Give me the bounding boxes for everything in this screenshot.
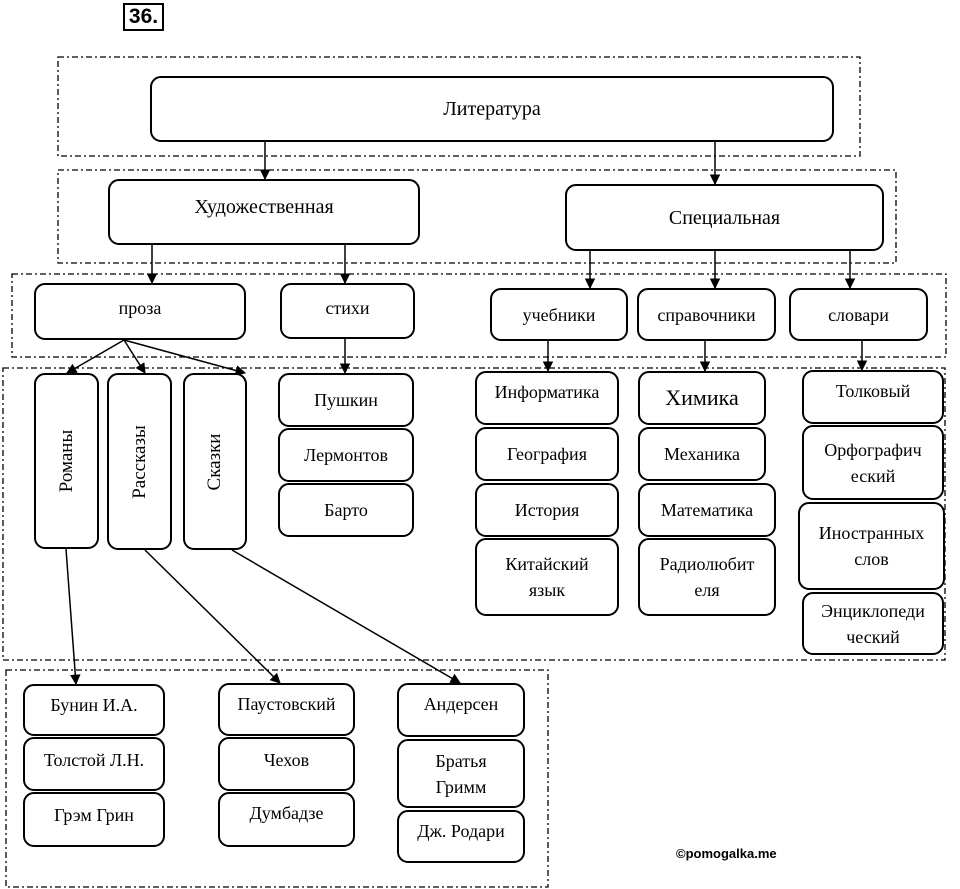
node-proza: проза [34,283,246,340]
node-barto: Барто [278,483,414,537]
node-spetsialnaya: Специальная [565,184,884,251]
arrow-proza-to-romany [66,339,125,374]
group-frame-level1 [57,56,861,157]
node-pushkin: Пушкин [278,373,414,427]
node-romany-label: Романы [55,429,77,493]
node-slovari: словари [789,288,928,341]
group-frame-level3 [11,273,947,358]
group-frame-level4 [2,367,946,661]
node-matematika: Математика [638,483,776,537]
node-lermontov: Лермонтов [278,428,414,482]
node-literatura: Литература [150,76,834,142]
group-frame-authors [5,669,549,888]
arrow-proza-to-skazki [123,339,247,376]
node-khudozhestvennaya: Художественная [108,179,420,245]
node-orfograf: Орфографич еский [802,425,944,500]
node-rodari: Дж. Родари [397,810,525,863]
node-chekhov: Чехов [218,737,355,791]
node-rasskazy-label: Рассказы [128,424,150,499]
node-entsiklop: Энциклопеди ческий [802,592,944,655]
arrow-proza-to-rasskazy [123,339,146,374]
node-skazki: Сказки [183,373,247,550]
node-kitaysky: Китайский язык [475,538,619,616]
node-romany: Романы [34,373,99,549]
node-khimika: Химика [638,371,766,425]
node-rasskazy: Рассказы [107,373,172,550]
node-stikhi: стихи [280,283,415,339]
node-mekhanika: Механика [638,427,766,481]
node-tolkovy: Толковый [802,370,944,424]
arrow-romany-to-bunin [65,548,81,686]
watermark: ©pomogalka.me [676,846,777,861]
node-radioliubitel: Радиолюбит еля [638,538,776,616]
problem-number: 36. [123,3,164,31]
node-grimm: Братья Гримм [397,739,525,808]
node-skazki-label: Сказки [204,433,225,490]
arrow-skazki-to-andersen [231,549,461,684]
node-istoriya: История [475,483,619,537]
group-frame-level2 [57,169,897,264]
node-dumbadze: Думбадзе [218,792,355,847]
node-grin: Грэм Грин [23,792,165,847]
node-tolstoy: Толстой Л.Н. [23,737,165,791]
node-inostrannykh: Иностранных слов [798,502,945,590]
arrow-rasskazy-to-paustovsky [144,549,281,684]
node-paustovsky: Паустовский [218,683,355,736]
node-informatika: Информатика [475,371,619,425]
node-uchebniki: учебники [490,288,628,341]
node-andersen: Андерсен [397,683,525,737]
node-geografiya: География [475,427,619,481]
node-bunin: Бунин И.А. [23,684,165,736]
node-spravochniki: справочники [637,288,776,341]
